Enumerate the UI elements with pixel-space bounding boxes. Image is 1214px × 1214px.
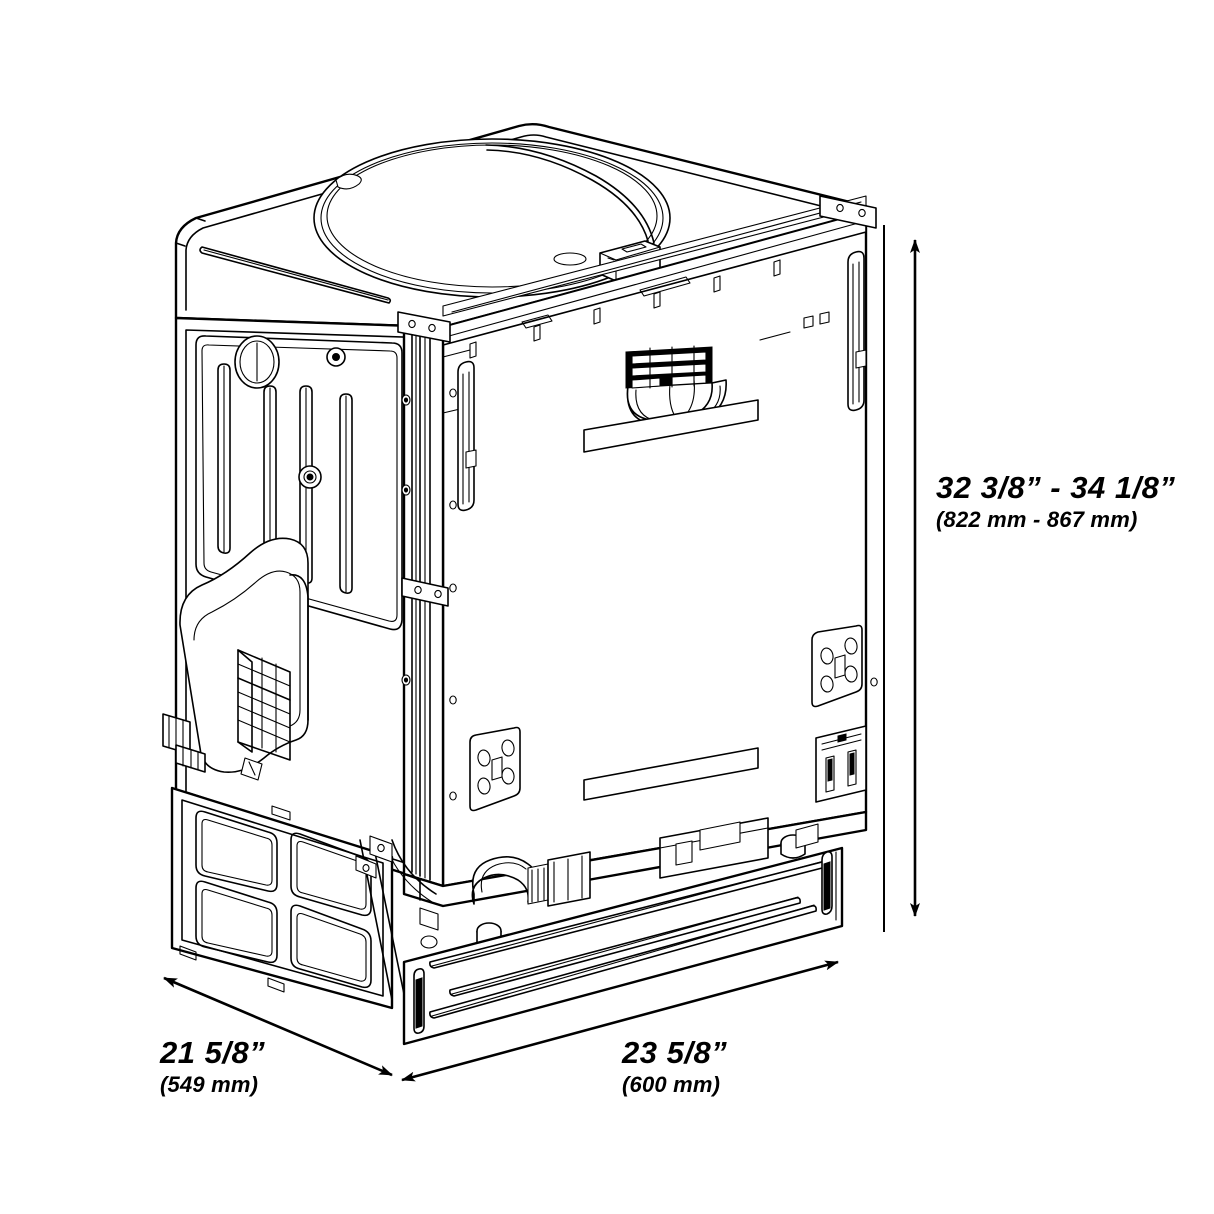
mounting-plate-right — [811, 624, 863, 708]
door-rail — [397, 311, 451, 888]
drain-pump — [471, 851, 591, 907]
adjustment-slot-left — [457, 360, 477, 512]
dimension-height — [883, 225, 920, 932]
front-strip-lower — [583, 747, 759, 801]
dimension-label-height: 32 3/8” - 34 1/8” (822 mm - 867 mm) — [936, 470, 1175, 533]
toe-kick-slot-left — [413, 968, 425, 1034]
dimension-width — [401, 960, 839, 1082]
dimension-label-width: 23 5/8” (600 mm) — [622, 1035, 727, 1098]
dimension-depth — [163, 976, 393, 1077]
machine-compartment — [355, 810, 868, 949]
toe-kick-slot-right — [821, 851, 833, 915]
knockout-square-b — [819, 311, 830, 325]
width-metric-value: (600 mm) — [622, 1071, 721, 1097]
left-side-panel — [162, 316, 445, 888]
height-metric-value: (822 mm - 867 mm) — [936, 506, 1138, 532]
depth-imperial-value: 21 5/8” — [160, 1035, 266, 1070]
depth-metric-value: (549 mm) — [160, 1071, 259, 1097]
dimension-label-depth: 21 5/8” (549 mm) — [160, 1035, 265, 1098]
motor-box — [659, 817, 769, 879]
top-panel — [174, 123, 868, 329]
base-connector — [795, 823, 819, 849]
width-imperial-value: 23 5/8” — [622, 1035, 728, 1070]
corner-bracket-right — [819, 195, 877, 412]
slotted-panel — [815, 725, 867, 803]
front-panel — [441, 195, 878, 888]
height-imperial-value: 32 3/8” - 34 1/8” — [936, 470, 1176, 505]
side-vent-grid — [237, 649, 291, 761]
knockout-square-a — [803, 315, 814, 329]
front-strip-upper — [583, 399, 759, 453]
dishwasher-cabinet — [162, 123, 878, 1046]
mounting-plate-left — [469, 726, 521, 812]
terminal-block — [162, 713, 206, 773]
corner-bracket-left — [457, 360, 477, 512]
adjustment-slot-right — [847, 250, 867, 412]
top-panel-groove — [199, 246, 392, 304]
access-panel-embossings — [195, 810, 372, 989]
